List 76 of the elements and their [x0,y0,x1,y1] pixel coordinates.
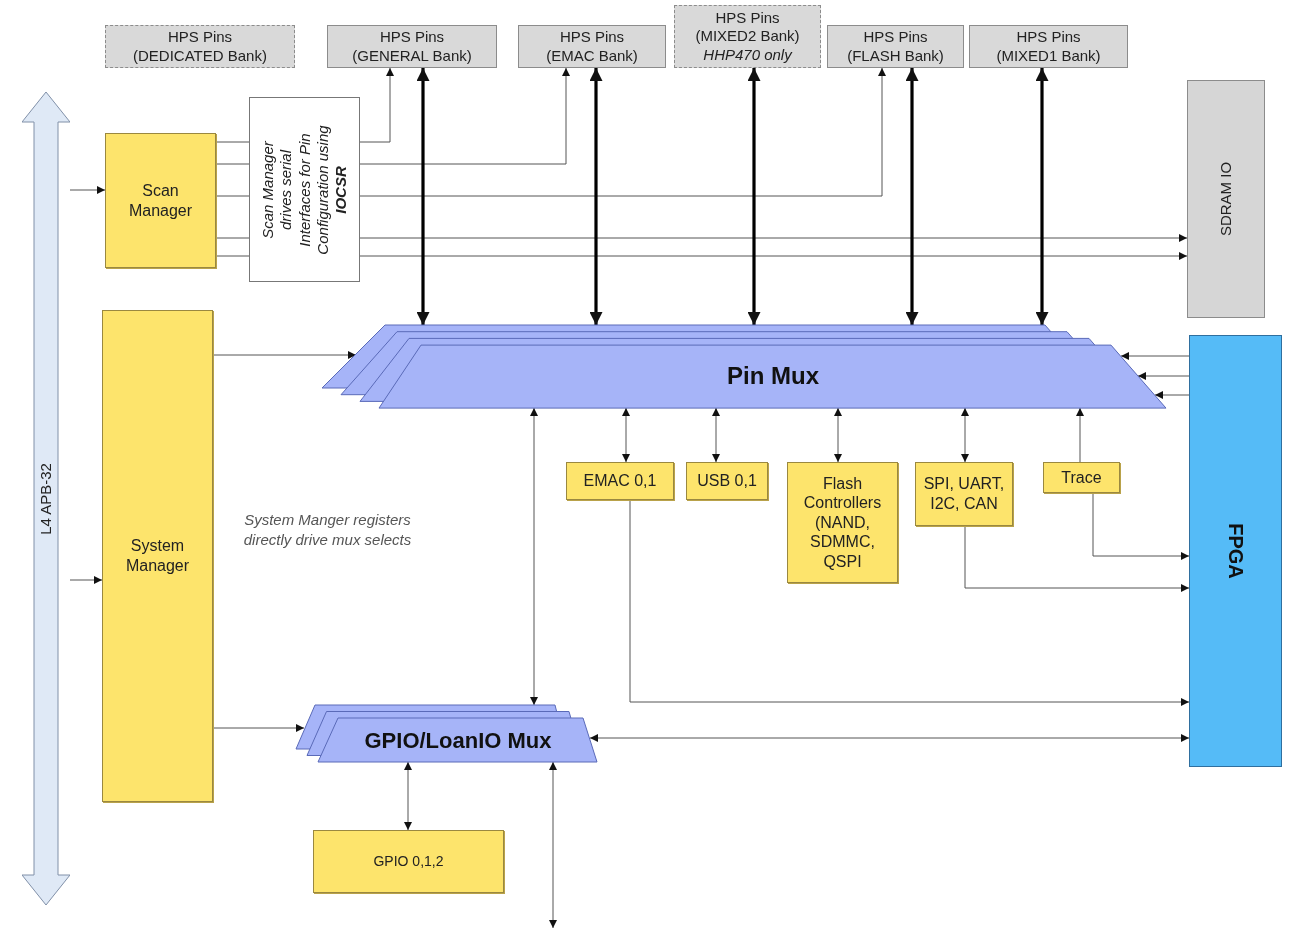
arrow [964,525,1190,592]
arrow [69,576,103,584]
pin-bank-box [674,5,821,68]
pin-bank-box [518,25,666,68]
bus-arrow [22,92,70,905]
connector-line [215,195,250,197]
pin-bank-box [969,25,1128,68]
block-box [1043,462,1120,493]
box-label: Flash Controllers (NAND, SDMMC, QSPI [802,473,883,572]
arrow [212,351,357,359]
note-text: System Manger registers directly drive mux selects [242,510,413,549]
mux-label: Pin Mux [727,361,819,391]
block-box [105,133,216,268]
connector-line [215,163,250,165]
box-label: HPS Pins (EMAC Bank) [545,28,639,65]
pin-bank-box [327,25,497,68]
arrow [1120,352,1190,360]
box-label: SDRAM IO [1216,161,1235,237]
arrow [359,67,394,143]
double-arrow [589,734,1190,742]
io-block [1187,80,1265,318]
box-label: Trace [1061,467,1102,488]
box-label: HPS Pins (DEDICATED Bank) [132,28,268,65]
double-arrow [589,68,603,325]
double-arrow [404,761,412,831]
box-label: HPS Pins (MIXED2 Bank) [694,9,801,46]
arrow [359,252,1188,260]
arrow [359,234,1188,242]
arrow [1154,391,1190,399]
double-arrow [834,407,842,463]
block-box [915,462,1013,526]
double-arrow [712,407,720,463]
note-text: Scan Manager drives serial Interfaces for Pin Configuration using IOCSR [258,123,350,257]
arrow [629,499,1190,706]
arrow [1137,372,1190,380]
block-box [566,462,674,500]
double-arrow [747,68,761,325]
arrow [359,67,886,197]
block-box [787,462,898,583]
note-text: HHP470 only [702,45,794,64]
arrow [212,724,305,732]
double-arrow [905,68,919,325]
double-arrow [622,407,630,463]
pin-bank-box [105,25,295,68]
connector-line [215,237,250,239]
note-box [249,97,360,282]
block-box [102,310,213,802]
mux-shape [296,705,598,763]
box-label: GPIO 0,1,2 [373,852,444,871]
block-box [313,830,504,893]
box-label: FPGA [1223,523,1248,579]
box-label: System Manager [124,536,191,576]
block-box [686,462,768,500]
box-label: SPI, UART, I2C, CAN [922,474,1006,514]
connector-line [215,255,250,257]
double-arrow [961,407,969,463]
double-arrow [416,68,430,325]
box-label: HPS Pins (MIXED1 Bank) [995,28,1102,65]
box-label: USB 0,1 [697,471,757,491]
mux-shape [320,325,1170,410]
double-arrow [530,407,538,706]
arrow [359,67,570,165]
box-label: HPS Pins (FLASH Bank) [846,28,945,65]
connector-line [215,141,250,143]
double-arrow [549,761,557,929]
box-label: EMAC 0,1 [583,471,657,491]
box-label: Scan Manager [127,181,194,220]
box-label: HPS Pins (GENERAL Bank) [351,28,473,65]
double-arrow [1035,68,1049,325]
arrow [1076,407,1084,463]
arrow [1092,492,1190,560]
fpga-block [1189,335,1282,767]
bus-label: L4 APB-32 [36,462,55,535]
arrow [69,186,106,194]
mux-label: GPIO/LoanIO Mux [364,727,552,755]
pin-bank-box [827,25,964,68]
